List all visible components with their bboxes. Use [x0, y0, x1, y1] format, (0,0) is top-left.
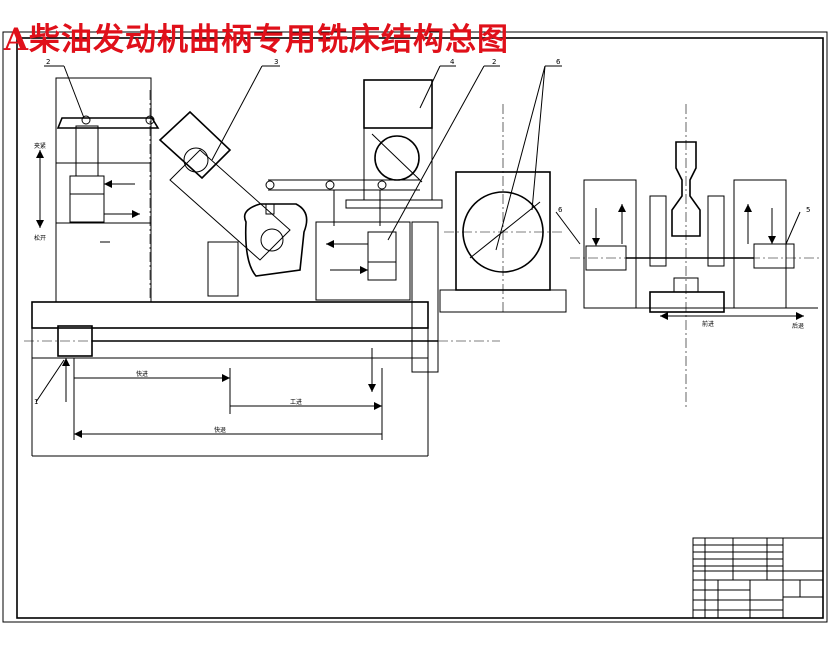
linkage-rails: [265, 179, 420, 301]
part-number-6: 6: [556, 58, 561, 66]
center-lines: [24, 90, 820, 410]
part-leaders: [35, 65, 801, 403]
part-number-5: 5: [806, 206, 810, 214]
clamp-cylinder-middle: [326, 231, 397, 281]
part-number-6-side: 6: [558, 206, 563, 214]
label-fast-return: 快退: [214, 426, 226, 434]
part-number-3: 3: [274, 58, 278, 66]
label-retreat: 后退: [792, 322, 804, 330]
machine-bed: [31, 221, 439, 457]
part-number-1: 1: [34, 398, 38, 406]
right-milling-unit: [583, 141, 818, 320]
label-clamp: 夹紧: [34, 142, 46, 150]
part-number-2-right: 2: [492, 58, 496, 66]
label-advance: 前进: [702, 320, 714, 328]
part-number-4: 4: [450, 58, 455, 66]
label-fast-in: 快进: [136, 370, 148, 378]
label-release: 松开: [34, 234, 46, 242]
label-work-feed: 工进: [290, 398, 302, 406]
crank-workpiece: [158, 110, 308, 297]
title-block: [692, 537, 824, 619]
stroke-dimensions: [73, 348, 383, 440]
milling-head: [345, 79, 443, 300]
part-number-2: 2: [46, 58, 50, 66]
clamp-unit-left: [36, 77, 160, 303]
drawing-title: A柴油发动机曲柄专用铣床结构总图: [4, 22, 510, 58]
drawing-frame: [2, 31, 828, 623]
